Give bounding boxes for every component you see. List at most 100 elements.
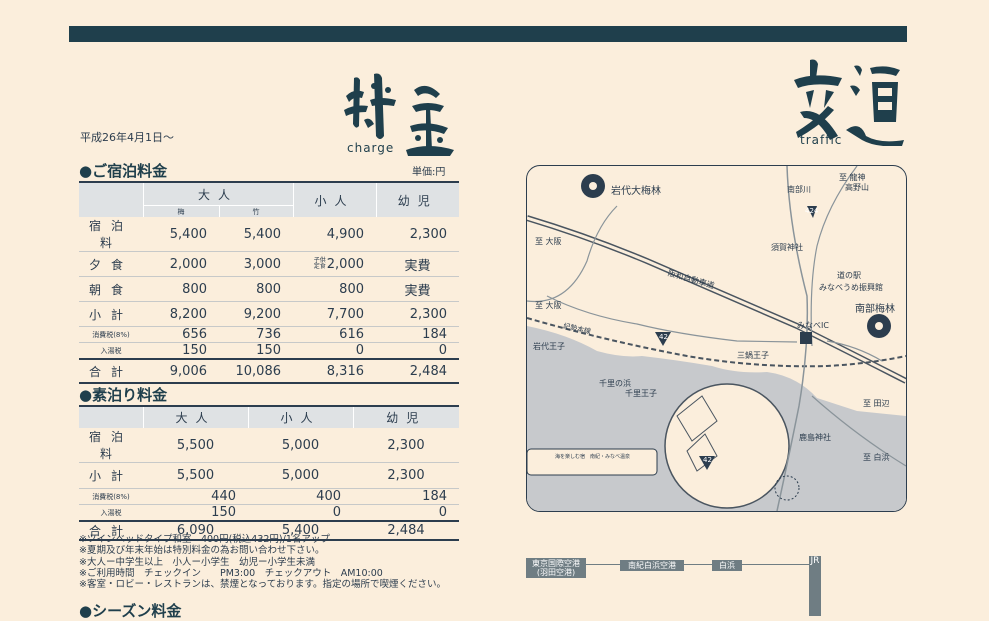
stay-cell-child: 4,900 <box>293 217 376 252</box>
sudomari-header-infant: 幼児 <box>352 406 459 428</box>
stay-header-child: 小人 <box>292 182 376 217</box>
stay-cell-infant: 実費 <box>376 251 459 277</box>
sudomari-header-corner <box>79 406 143 428</box>
stay-cell-take: 9,200 <box>219 301 293 327</box>
stay-cell-take: 5,400 <box>219 217 293 252</box>
map-label-kashima: 鹿島神社 <box>799 433 831 442</box>
map-route-42a: 42 <box>659 333 668 341</box>
stay-child-value: 0 <box>355 343 364 358</box>
note-line: ※ご利用時間 チェックイン PM3:00 チェックアウト AM10:00 <box>79 567 383 579</box>
map-label-to-tanabe: 至 田辺 <box>863 399 890 408</box>
stay-total-a1: 9,006 <box>143 358 219 384</box>
map-label-minabe-ic: みなべIC <box>797 321 829 330</box>
transport-haneda: 東京国際空港(羽田空港) <box>526 558 586 578</box>
map-label-nanbu-bairin: 南部梅林 <box>855 304 895 315</box>
stay-cell-ume: 656 <box>143 326 219 343</box>
sudomari-cell-adult: 5,500 <box>143 462 248 489</box>
stay-cell-child: 0 <box>293 342 376 360</box>
stay-cell-child: 子供定食2,000 <box>293 251 376 277</box>
sudomari-cell-child: 5,000 <box>248 462 353 489</box>
effective-date: 平成26年4月1日〜 <box>80 131 174 144</box>
transport-nanki-airport: 南紀白浜空港 <box>620 560 684 571</box>
stay-cell-infant: 184 <box>376 326 459 343</box>
map-label-umeshinkokan: みなべうめ振興館 <box>819 283 883 292</box>
sudomari-cell-adult: 150 <box>143 504 248 522</box>
sudomari-cell-child: 0 <box>248 504 353 522</box>
sudomari-cell-infant: 2,300 <box>353 462 459 489</box>
map-label-iwashiro-oji: 岩代王子 <box>533 342 565 351</box>
map-label-minabegawa: 南部川 <box>787 185 811 194</box>
stay-cell-ume: 800 <box>143 276 219 302</box>
stay-total-infant: 2,484 <box>376 358 459 384</box>
map-label-to-osaka-2: 至 大阪 <box>535 301 562 310</box>
stay-row-label: 入湯税 <box>79 342 143 360</box>
stay-rate-heading: ●ご宿泊料金 <box>79 162 168 180</box>
sudomari-row-label: 消費税(8%) <box>79 488 143 505</box>
access-map: 岩代大梅林 至 大阪 至 大阪 至 龍神 高野山 南部川 424 須賀神社 道の… <box>526 165 907 512</box>
sudomari-header-child: 小人 <box>247 406 353 428</box>
stay-total-a2: 10,086 <box>219 358 293 384</box>
sudomari-cell-infant: 0 <box>353 504 459 522</box>
stay-child-value: 4,900 <box>326 226 364 242</box>
stay-row-label: 消費税(8%) <box>79 326 143 343</box>
stay-total-child: 8,316 <box>293 358 376 384</box>
sudomari-row-label: 小計 <box>79 462 143 489</box>
sudomari-cell-adult: 440 <box>143 488 248 505</box>
sudomari-total-adult: 6,090 <box>143 520 248 541</box>
stay-row-label: 小計 <box>79 301 143 327</box>
note-line: ※客室・ロビー・レストランは、禁煙となっております。指定の場所で喫煙ください。 <box>79 579 446 591</box>
stay-row-label: 宿泊料 <box>79 217 143 252</box>
map-label-senri-hama: 千里の浜 <box>599 379 631 388</box>
map-label-to-ryujin: 至 龍神 <box>839 173 866 182</box>
map-label-michinoeki: 道の駅 <box>837 271 861 280</box>
stay-cell-take: 3,000 <box>219 251 293 277</box>
stay-cell-ume: 150 <box>143 342 219 360</box>
note-line: ※大人ー中学生以上 小人ー小学生 幼児ー小学生未満 <box>79 556 315 568</box>
stay-cell-take: 800 <box>219 276 293 302</box>
map-drawing <box>527 166 906 511</box>
stay-cell-take: 150 <box>219 342 293 360</box>
stay-cell-ume: 8,200 <box>143 301 219 327</box>
sudomari-header-adult: 大人 <box>142 406 248 428</box>
sudomari-cell-child: 5,000 <box>248 428 353 463</box>
traffic-calligraphy-title <box>790 56 910 147</box>
note-line: ※夏期及び年末年始は特別料金の為お問い合わせ下さい。 <box>79 545 325 557</box>
stay-cell-infant: 0 <box>376 342 459 360</box>
stay-header-infant: 幼児 <box>375 182 459 217</box>
sudomari-total-child: 5,400 <box>248 520 353 541</box>
unit-label: 単価:円 <box>412 167 446 178</box>
charge-subtitle: charge <box>347 141 395 155</box>
stay-header-corner <box>79 182 143 217</box>
map-route-42b: 42 <box>703 456 712 464</box>
map-hotel-label: 海を楽しむ宿 南紀・みなべ温泉 <box>555 454 631 460</box>
map-label-sukashi: 須賀神社 <box>771 243 803 252</box>
sudomari-cell-child: 400 <box>248 488 353 505</box>
stay-child-value: 2,000 <box>326 256 364 272</box>
top-bar <box>69 26 907 42</box>
stay-child-value: 800 <box>339 281 364 297</box>
stay-cell-child: 7,700 <box>293 301 376 327</box>
stay-cell-infant: 2,300 <box>376 301 459 327</box>
sudomari-rate-heading: ●素泊り料金 <box>79 386 168 404</box>
sudomari-cell-adult: 5,500 <box>143 428 248 463</box>
stay-total-label: 合計 <box>79 358 143 384</box>
map-label-sankai-oji: 三鍋王子 <box>737 351 769 360</box>
stay-cell-ume: 2,000 <box>143 251 219 277</box>
stay-header-take: 竹 <box>218 205 293 217</box>
map-route-424: 424 <box>805 207 819 215</box>
stay-cell-infant: 2,300 <box>376 217 459 252</box>
